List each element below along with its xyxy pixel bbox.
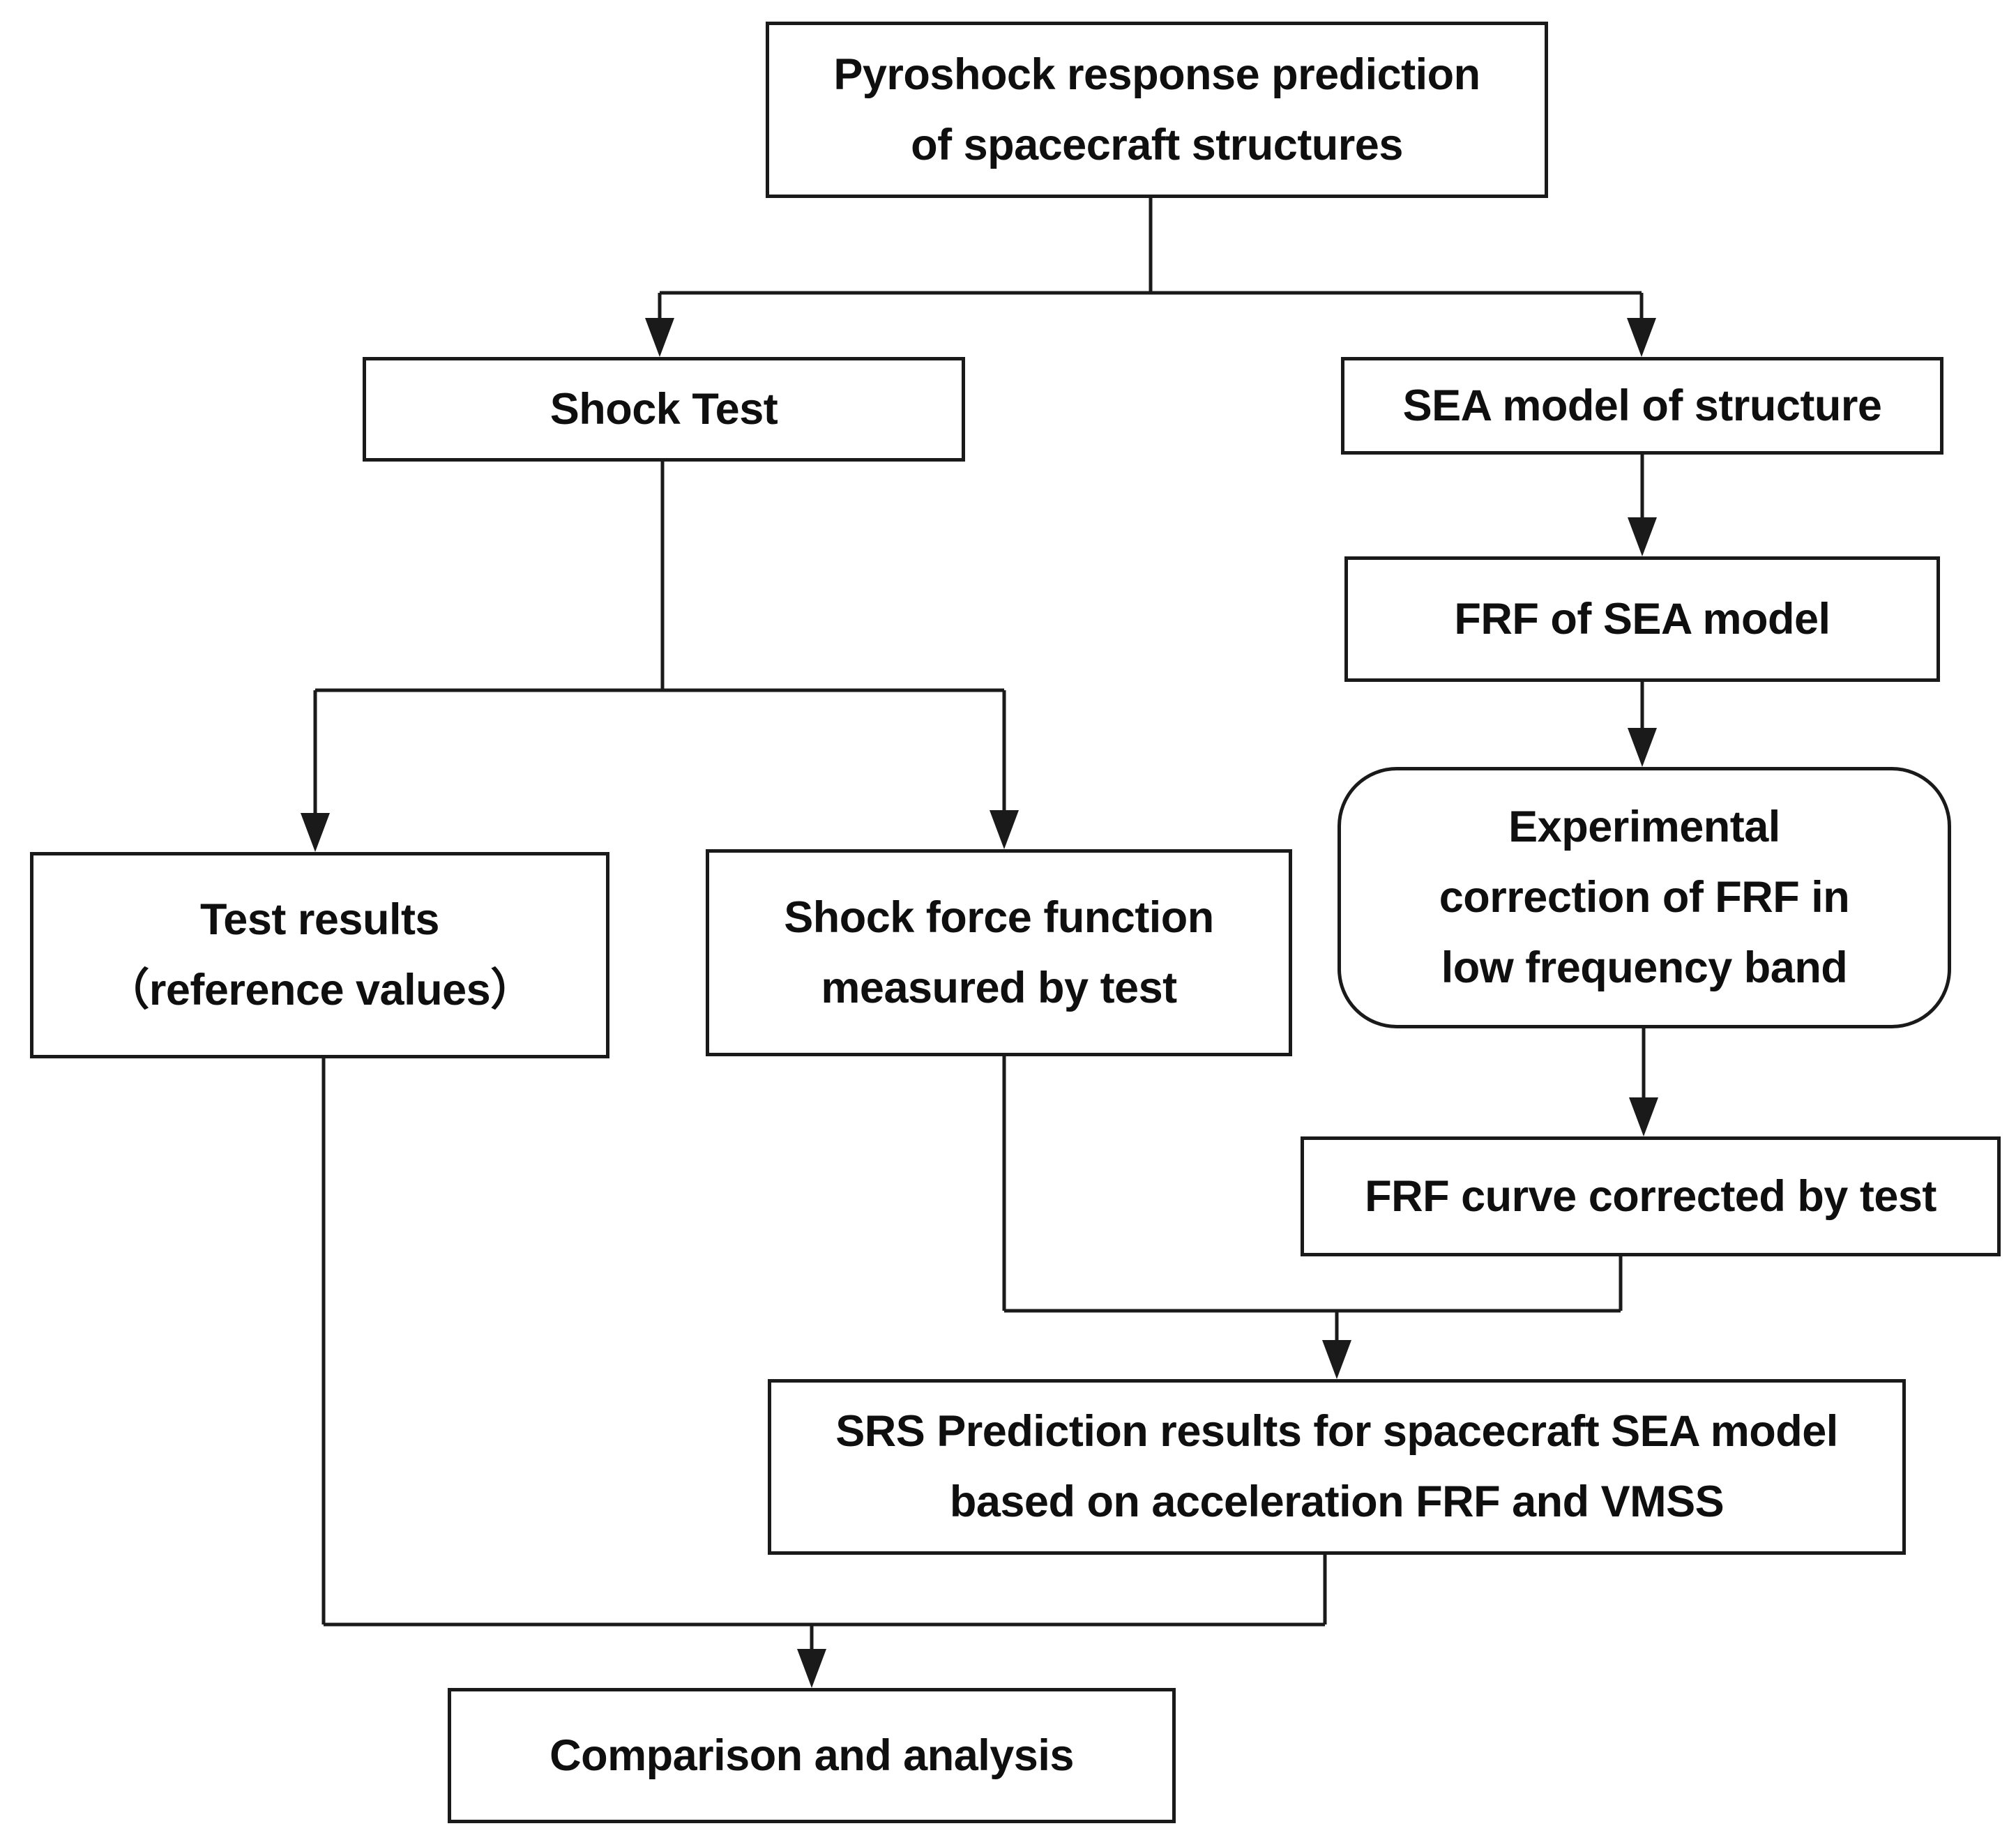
arrowhead-shock-force	[990, 810, 1019, 849]
node-srs-prediction-results: SRS Prediction results for spacecraft SE…	[768, 1379, 1906, 1555]
arrowhead-test-results	[301, 813, 330, 852]
node-frf-of-sea-model: FRF of SEA model	[1344, 556, 1940, 682]
node-comparison-and-analysis: Comparison and analysis	[448, 1688, 1176, 1823]
node-shock-test: Shock Test	[363, 357, 965, 462]
arrowhead-comparison	[797, 1649, 826, 1688]
arrowhead-sea-model	[1627, 318, 1656, 357]
arrowhead-frf-sea	[1628, 517, 1657, 556]
node-experimental-correction: Experimental correction of FRF in low fr…	[1337, 767, 1951, 1028]
node-pyroshock-response-prediction: Pyroshock response prediction of spacecr…	[766, 22, 1548, 198]
arrowhead-frf-curve	[1629, 1097, 1658, 1136]
node-sea-model-of-structure: SEA model of structure	[1341, 357, 1943, 455]
arrowhead-srs	[1322, 1340, 1351, 1379]
arrowhead-shock-test	[645, 318, 674, 357]
node-frf-curve-corrected: FRF curve corrected by test	[1301, 1136, 2001, 1256]
node-shock-force-function: Shock force function measured by test	[706, 849, 1292, 1056]
arrowhead-correction	[1628, 728, 1657, 767]
node-test-results: Test results （reference values）	[30, 852, 609, 1058]
